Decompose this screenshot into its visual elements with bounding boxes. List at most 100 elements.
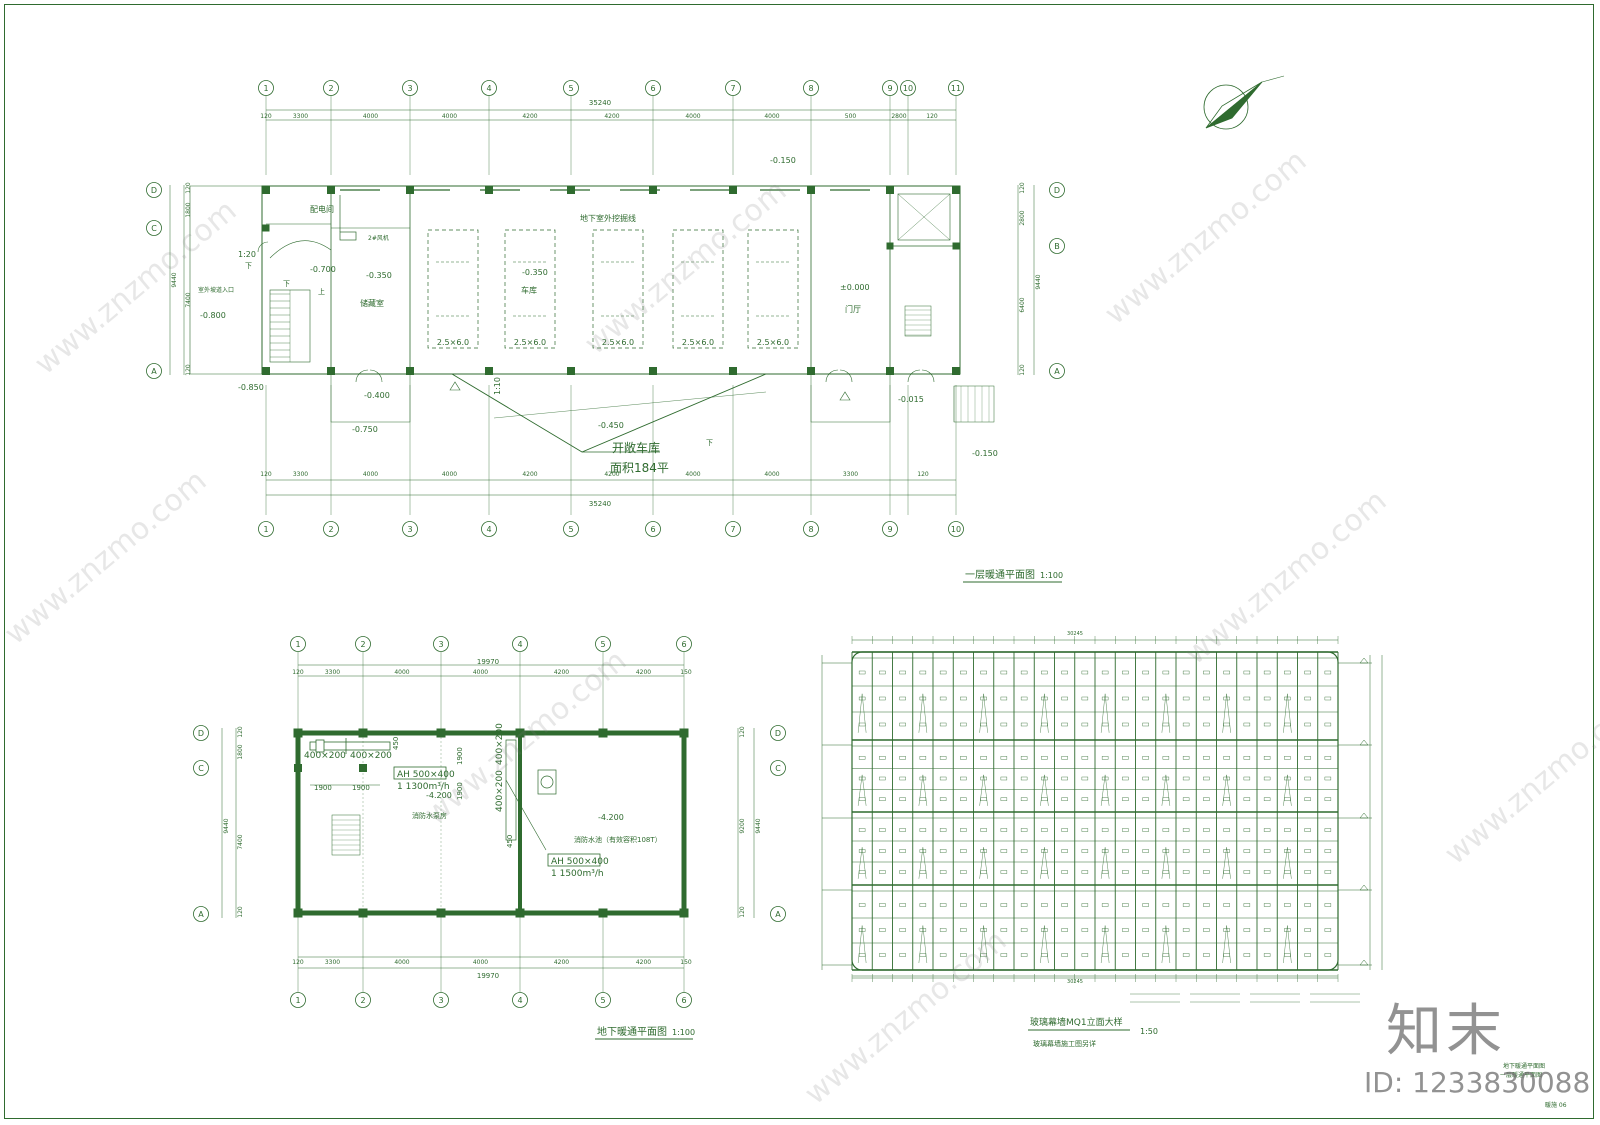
bas-axis-bottom-2-label: 2 [360, 996, 365, 1005]
opening-mark [857, 774, 867, 806]
bas-axis-bottom-5-circle [595, 992, 611, 1008]
glass-tag [1000, 797, 1008, 801]
column-bottom-3 [485, 367, 493, 375]
elevation-2: -0.350 [366, 271, 392, 280]
glass-tag [1101, 696, 1109, 701]
glass-tag [1081, 722, 1089, 727]
glass-tag [1304, 828, 1311, 832]
opening-mark [1222, 774, 1231, 806]
basement-title: 地下暖通平面图 [597, 1025, 667, 1038]
glass-tag [939, 797, 947, 801]
elevation-10: -0.015 [898, 395, 924, 404]
glass-tag [858, 696, 866, 701]
axis-top-10-label: 10 [903, 84, 913, 93]
glass-tag [1203, 928, 1210, 932]
bas-span-top-2: 4000 [394, 669, 409, 676]
column-bottom-2 [406, 367, 414, 375]
glass-tag [1284, 870, 1291, 874]
glass-tag [1081, 776, 1089, 781]
glass-tag [1122, 928, 1129, 932]
glass-tag [980, 849, 987, 853]
ground-plan-labels: 35240 35240 配电间 储藏室 车库 门厅 地下室外挖掘线 开敞车库 面… [198, 99, 861, 508]
glass-tag [1081, 797, 1089, 801]
outer-wall [261, 185, 961, 375]
opening-mark [1040, 847, 1049, 879]
glass-tag [1284, 903, 1291, 907]
glass-tag [1061, 670, 1068, 675]
door-left [257, 241, 269, 253]
glass-tag [980, 928, 987, 932]
bas-row-right-1-label: C [775, 764, 781, 773]
glass-tag [1061, 953, 1068, 957]
glass-tag [879, 849, 886, 853]
brand-id: ID: 1233830088 [1364, 1066, 1591, 1099]
glass-tag [899, 903, 906, 907]
bas-col-bottom-4 [598, 908, 608, 918]
glass-tag [1000, 903, 1008, 907]
bas-span-bottom-4: 4200 [554, 959, 569, 966]
glass-tag [899, 828, 906, 832]
opening-mark [918, 925, 928, 964]
glass-tag [1081, 928, 1089, 932]
bas-axis-bottom-4-label: 4 [517, 996, 522, 1005]
axis-top-5-circle [563, 80, 579, 96]
glass-tag [960, 953, 967, 957]
basement-scale: 1:100 [672, 1028, 695, 1037]
glass-tag [1101, 776, 1109, 781]
glass-tag [960, 696, 967, 701]
glass-tag [919, 928, 927, 932]
span-top-7: 4000 [764, 113, 779, 120]
span-bottom-5: 4200 [604, 471, 619, 478]
bas-dim-right-1: 9200 [739, 818, 746, 833]
column-top-8 [886, 186, 894, 194]
glass-tag [980, 696, 987, 701]
glass-tag [879, 870, 886, 874]
glass-tag [1142, 670, 1149, 675]
parking-bay-4 [672, 229, 724, 349]
glass-tag [1324, 696, 1332, 701]
glass-tag [1182, 776, 1190, 781]
axis-bottom-10-label: 10 [951, 525, 961, 534]
glass-tag [1122, 828, 1129, 832]
axis-bottom-8-label: 8 [808, 525, 813, 534]
axis-top-3-circle [402, 80, 418, 96]
glass-tag [1162, 928, 1170, 932]
opening-mark [1283, 925, 1292, 964]
glass-tag [1101, 953, 1109, 957]
dim-1900-d: 1900 [352, 784, 370, 792]
duct-fitting-1 [315, 739, 325, 753]
glass-tag [1284, 776, 1291, 781]
axis-bottom-4-label: 4 [486, 525, 491, 534]
glass-tag [960, 828, 967, 832]
basement-total-bottom: 19970 [477, 972, 499, 980]
glass-tag [1203, 722, 1210, 727]
sheet-caption-1: 地下暖通平面图 [1503, 1062, 1545, 1070]
glass-tag [1162, 953, 1170, 957]
parking-size-2: 2.5×6.0 [514, 338, 546, 347]
glass-tag [939, 953, 947, 957]
axis-bottom-9-label: 9 [887, 525, 892, 534]
column-mid-2 [886, 242, 894, 250]
glass-tag [1081, 903, 1089, 907]
parking-size-3: 2.5×6.0 [602, 338, 634, 347]
bas-span-top-4: 4200 [554, 669, 569, 676]
glass-tag [1243, 870, 1251, 874]
bas-axis-top-3-label: 3 [438, 640, 443, 649]
glass-tag [1263, 756, 1271, 760]
glass-tag [1122, 670, 1129, 675]
dim-450-b: 450 [506, 835, 514, 848]
glass-tag [1304, 797, 1311, 801]
axis-bottom-9-circle [882, 521, 898, 537]
glass-tag [939, 903, 947, 907]
glass-tag [1304, 776, 1311, 781]
glass-tag [939, 756, 947, 760]
glass-tag [1203, 828, 1210, 832]
column-mid-1 [262, 224, 270, 232]
bas-span-top-6: 150 [680, 669, 692, 676]
glass-tag [1041, 828, 1048, 832]
glass-tag [1324, 722, 1332, 727]
bas-span-top-0: 120 [292, 669, 304, 676]
glass-tag [1284, 696, 1291, 701]
duct-riser [505, 739, 517, 841]
